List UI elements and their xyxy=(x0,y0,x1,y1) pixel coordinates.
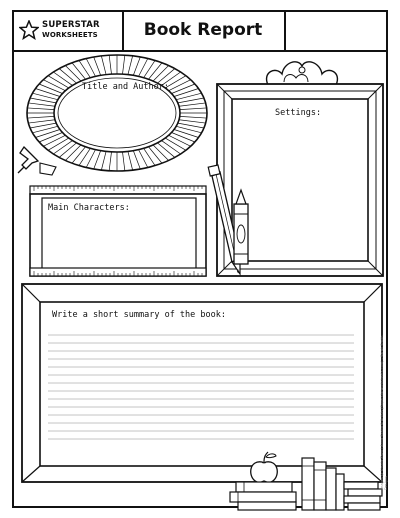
summary-frame xyxy=(21,283,383,483)
title-cell: Book Report xyxy=(122,12,286,50)
pushpin-icon xyxy=(17,145,57,176)
settings-label: Settings: xyxy=(275,108,322,118)
star-icon xyxy=(19,20,39,40)
book-stack-icon xyxy=(229,457,383,511)
title-author-label: Title and Author: xyxy=(82,82,169,92)
main-characters-label: Main Characters: xyxy=(48,203,130,213)
apple-icon xyxy=(250,451,278,484)
summary-label: Write a short summary of the book: xyxy=(52,310,226,320)
logo-text-top: SUPERSTAR xyxy=(42,20,100,30)
title-author-frame xyxy=(26,54,208,172)
writing-lines[interactable] xyxy=(48,330,354,442)
logo: SUPERSTAR WORKSHEETS xyxy=(14,12,124,50)
header-bar: SUPERSTAR WORKSHEETS Book Report xyxy=(14,12,386,52)
crayon-icon xyxy=(233,188,249,265)
worksheet-page: SUPERSTAR WORKSHEETS Book Report xyxy=(12,10,388,508)
logo-text-bottom: WORKSHEETS xyxy=(42,31,98,39)
page-title: Book Report xyxy=(143,20,263,40)
copyright-credit: Images © Ursula Zazo / Anna Szabo & Arti… xyxy=(380,335,388,490)
main-characters-frame xyxy=(29,185,207,277)
